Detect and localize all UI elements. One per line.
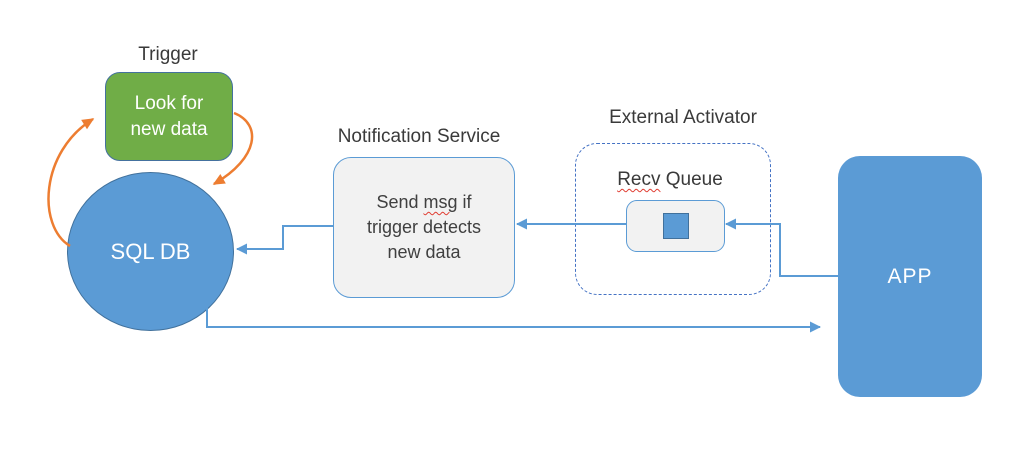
queue-message-square: [662, 213, 689, 239]
sql-db-node: SQL DB: [67, 172, 234, 331]
arrow-notification-to-sqldb: [236, 225, 333, 255]
app-node: APP: [838, 156, 982, 397]
trigger-node-line1: Look for: [134, 92, 204, 114]
notification-body-line2: trigger detects: [366, 217, 482, 237]
app-label: APP: [887, 264, 933, 288]
trigger-node-line2: new data: [130, 118, 208, 140]
arrow-sqldb-to-app: [206, 306, 821, 333]
notification-service-node: Send msg if trigger detects new data: [333, 157, 515, 298]
queue-word: Queue: [660, 169, 723, 190]
trigger-node: Look for new data: [105, 72, 233, 161]
notification-body-line1-post: if: [457, 192, 472, 212]
notification-body-line3: new data: [387, 242, 461, 262]
sql-db-label: SQL DB: [110, 238, 191, 264]
external-activator-container: [575, 143, 771, 295]
external-activator-title: External Activator: [609, 107, 757, 128]
recv-queue-node: [626, 200, 725, 252]
recv-queue-label: Recv Queue: [595, 169, 745, 191]
notification-body-line1-pre: Send: [376, 192, 424, 212]
notification-body-msg-word: msg: [423, 192, 458, 212]
notification-body-line1: Send msg if: [376, 190, 471, 215]
notification-service-title: Notification Service: [337, 126, 501, 147]
recv-word: Recv: [617, 169, 661, 190]
trigger-title: Trigger: [138, 44, 198, 65]
